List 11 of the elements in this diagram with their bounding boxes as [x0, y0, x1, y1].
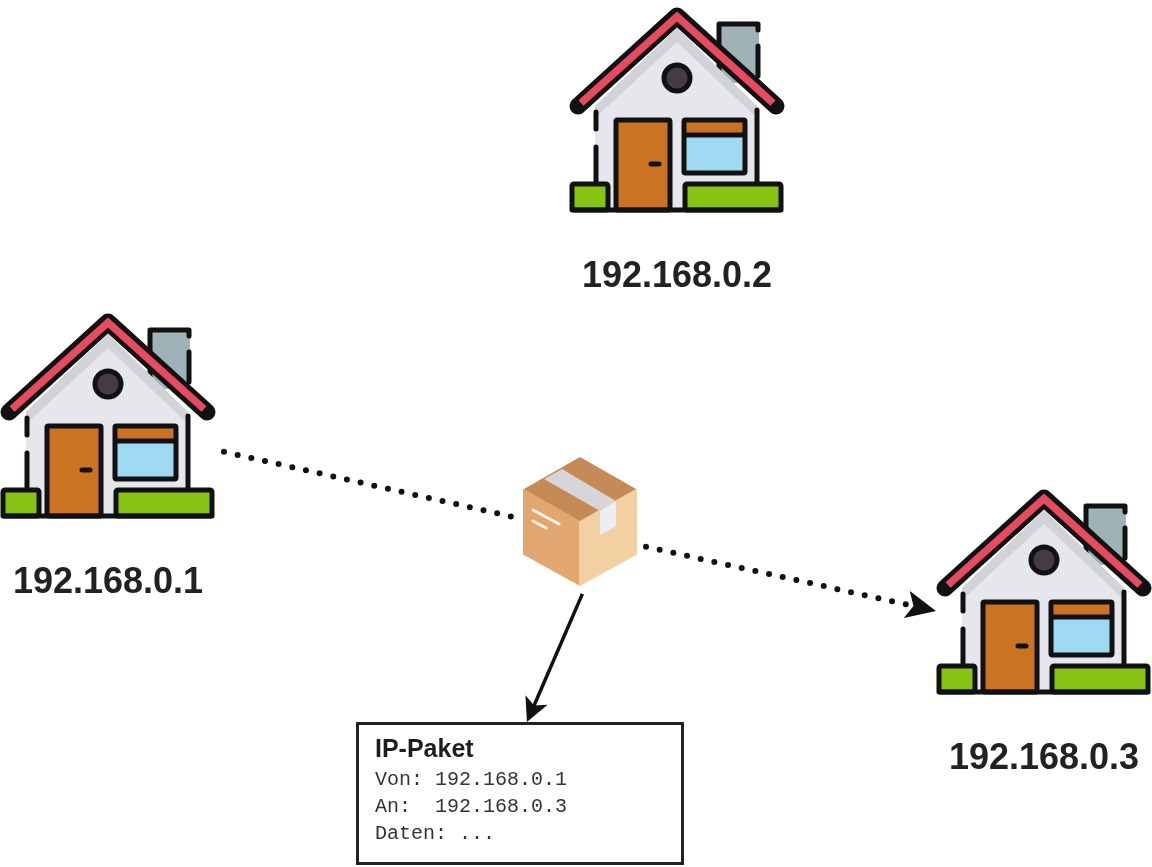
ip-address-label: 192.168.0.3: [948, 736, 1140, 777]
packet-info-box: [356, 722, 684, 865]
dotted-arrow: [643, 543, 936, 619]
ip-address-label: 192.168.0.1: [12, 560, 204, 601]
package-icon: [522, 456, 638, 588]
packet-field: Von: 192.168.0.1: [375, 766, 568, 793]
arrow: [525, 593, 584, 722]
packet-field: Daten: ...: [375, 820, 496, 847]
packet-field: An: 192.168.0.3: [375, 793, 568, 820]
packet-title: IP-Paket: [375, 733, 474, 763]
ip-address-label: 192.168.0.2: [581, 254, 773, 295]
